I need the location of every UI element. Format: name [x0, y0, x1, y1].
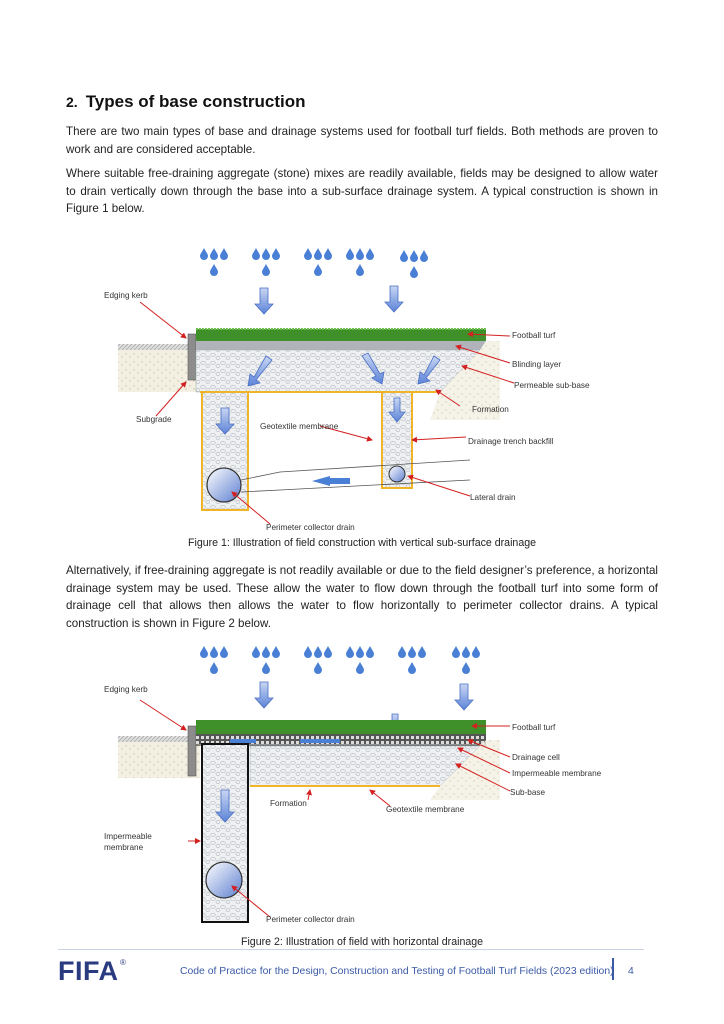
- registered-mark: ®: [120, 958, 126, 967]
- perimeter-collector-drain-pipe: [206, 467, 242, 503]
- label-subgrade: Subgrade: [136, 415, 172, 424]
- section-number: 2.: [66, 94, 78, 110]
- football-turf-layer: [196, 720, 486, 734]
- label-impermeable-membrane-left: Impermeable membrane: [104, 832, 154, 852]
- paragraph-2: Where suitable free-draining aggregate (…: [66, 167, 658, 216]
- ground-surface: [118, 344, 188, 350]
- blinding-layer-shape: [196, 341, 486, 350]
- page-number: 4: [628, 966, 634, 977]
- label-formation: Formation: [472, 405, 509, 414]
- edging-kerb-shape: [187, 725, 197, 777]
- label-formation: Formation: [270, 799, 307, 808]
- label-impermeable-membrane: Impermeable membrane: [512, 769, 602, 778]
- football-turf-layer: [196, 329, 486, 341]
- figure-2-caption: Figure 2: Illustration of field with hor…: [240, 936, 484, 948]
- lateral-drain-pipe: [388, 465, 406, 483]
- label-football-turf: Football turf: [512, 723, 556, 732]
- section-title: Types of base construction: [85, 92, 306, 111]
- label-perimeter-collector-drain: Perimeter collector drain: [266, 915, 355, 924]
- permeable-sub-base-shape: [195, 349, 481, 393]
- perimeter-collector-drain-pipe: [205, 861, 243, 899]
- figure-1-caption: Figure 1: Illustration of field construc…: [188, 537, 536, 549]
- label-sub-base: Sub-base: [510, 788, 545, 797]
- footer-separator: [612, 958, 614, 980]
- subgrade-soil: [118, 350, 198, 392]
- paragraph-1: There are two main types of base and dra…: [66, 125, 658, 156]
- water-flow-arrows: [254, 285, 404, 315]
- section-heading: 2. Types of base construction: [66, 92, 305, 112]
- label-blinding-layer: Blinding layer: [512, 360, 561, 369]
- footer-divider: [58, 949, 644, 950]
- paragraph-3: Alternatively, if free-draining aggregat…: [66, 564, 658, 630]
- label-drainage-cell: Drainage cell: [512, 753, 560, 762]
- label-geotextile-membrane: Geotextile membrane: [386, 805, 465, 814]
- label-permeable-sub-base: Permeable sub-base: [514, 381, 590, 390]
- drainage-cell-layer: [196, 734, 486, 744]
- footer-document-title: Code of Practice for the Design, Constru…: [180, 966, 614, 977]
- label-edging-kerb: Edging kerb: [104, 685, 148, 694]
- label-lateral-drain: Lateral drain: [470, 493, 516, 502]
- label-edging-kerb: Edging kerb: [104, 291, 148, 300]
- label-perimeter-collector-drain: Perimeter collector drain: [266, 523, 355, 532]
- rain-droplets: [200, 248, 428, 278]
- rain-droplets: [200, 646, 480, 674]
- edging-kerb-shape: [187, 333, 197, 381]
- fifa-logo: FIFA: [58, 956, 119, 986]
- label-football-turf: Football turf: [512, 331, 556, 340]
- label-drainage-trench-backfill: Drainage trench backfill: [468, 437, 554, 446]
- label-geotextile-membrane: Geotextile membrane: [260, 422, 339, 431]
- sub-base-shape: [249, 745, 481, 787]
- figure-1-diagram: Edging kerb Football turf Blinding layer…: [104, 248, 590, 532]
- figure-2-diagram: Edging kerb Football turf Drainage cell …: [104, 646, 602, 924]
